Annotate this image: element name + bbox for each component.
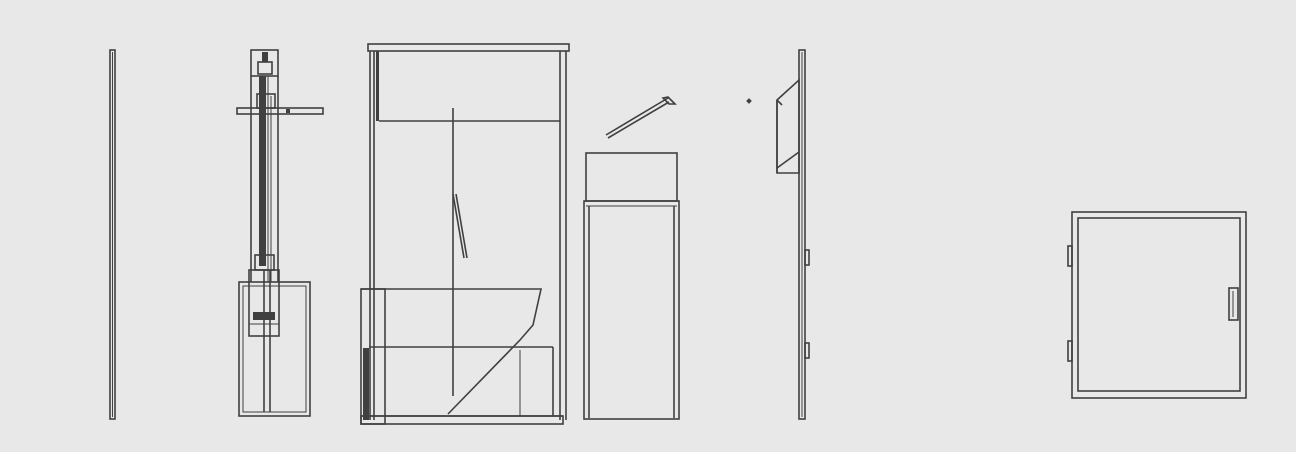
shelf-bracket-fixing	[286, 109, 290, 113]
door-frame-outer	[1071, 211, 1247, 399]
hinge-knuckle-lower	[804, 342, 810, 359]
bracket-brace	[776, 151, 800, 169]
column-head-clamp-frame	[257, 61, 273, 75]
door-handle	[1228, 287, 1239, 321]
cabinet-side-section-view	[236, 49, 324, 417]
panel-edge-outline	[109, 49, 116, 420]
lower-cabinet-box	[238, 281, 311, 417]
cabinet-top-cap	[367, 43, 570, 52]
bracket-lip	[776, 99, 783, 106]
wall-mounted-panel-side-view	[746, 49, 810, 420]
cabinet-box-and-open-lid-view	[583, 96, 680, 420]
cabinet-front-section-view	[360, 43, 570, 425]
door-hinge-lower	[1067, 340, 1073, 362]
wall-panel	[798, 49, 806, 420]
hinge-knuckle-upper	[804, 249, 810, 266]
door-frame-inner	[1077, 217, 1241, 392]
shelf-bracket-arm	[236, 107, 324, 115]
lower-cabinet-inner-wall	[242, 285, 307, 413]
rod-lever-left	[452, 193, 465, 259]
detail-marker-dot	[746, 98, 752, 104]
cabinet-plinth	[360, 415, 564, 425]
column-core-bar	[259, 76, 266, 266]
cabinet-left-wall-dark-strip	[376, 51, 379, 121]
open-lid-upper-edge	[605, 97, 669, 136]
open-lid-lower-edge	[607, 101, 670, 139]
rod-lever-right	[455, 193, 468, 259]
column-sleeve	[256, 93, 276, 109]
access-door-front-view	[1067, 211, 1247, 399]
basin-profile	[361, 288, 542, 415]
column-head-clamp	[262, 52, 268, 62]
basin-left-hatch-block	[363, 348, 369, 420]
box-body	[583, 200, 680, 420]
wall-panel-edge-view	[109, 49, 116, 420]
door-hinge-upper	[1067, 245, 1073, 267]
open-lid-hinge	[661, 96, 677, 105]
